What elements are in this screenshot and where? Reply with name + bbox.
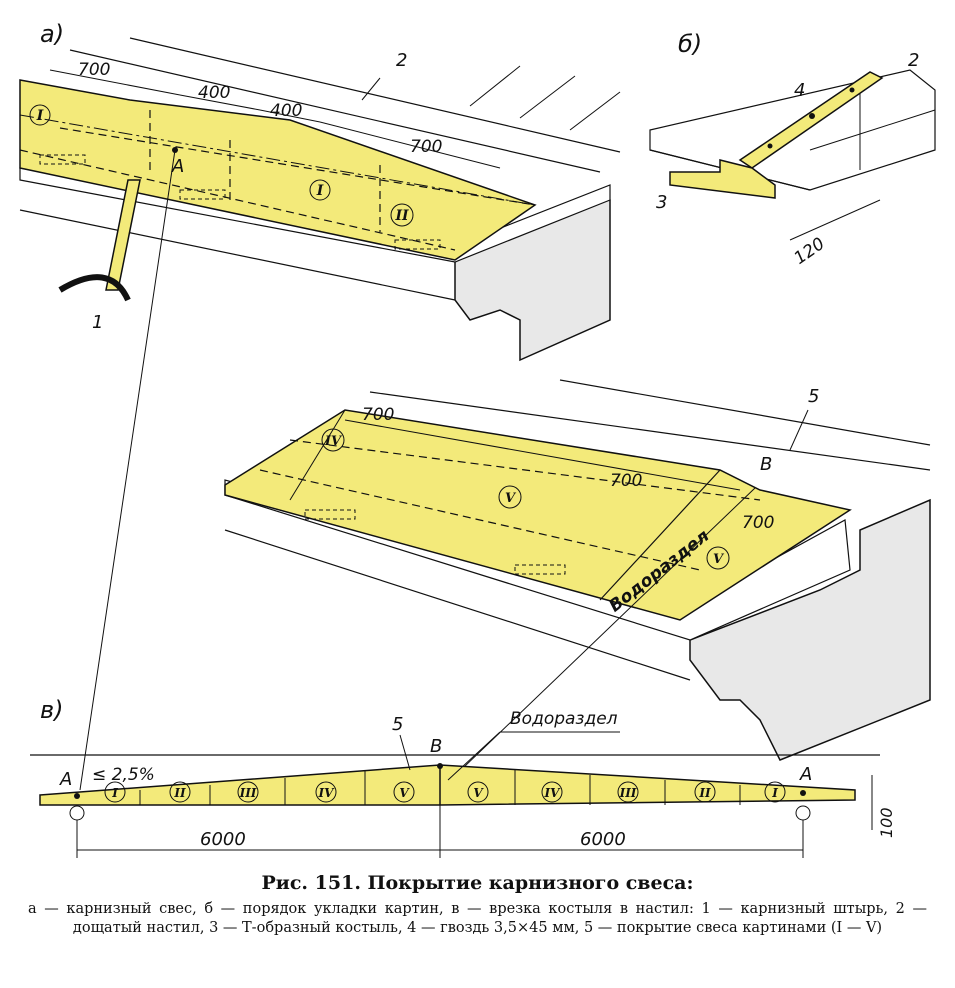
panel-c-sheet (224, 409, 852, 621)
section-roman-right-circle (694, 781, 716, 803)
slope-label: ≤ 2,5% (92, 765, 155, 785)
section-roman-left-numeral: II (173, 786, 186, 800)
section-sheet (39, 764, 856, 806)
label-b-section: B (430, 736, 442, 757)
section-roman-left-circle (393, 781, 415, 803)
wall-block-c (689, 498, 931, 761)
section-roman-left-circle (315, 781, 337, 803)
roman-c-v1: V (505, 491, 517, 506)
dim-6000-left: 6000 (200, 829, 246, 850)
panel-a-eaves-overhang: а) 700 400 400 700 I I (19, 20, 621, 362)
section-roman-right-circle (617, 781, 639, 803)
eaves-pin-shaft (105, 179, 141, 291)
section-roman-right-circle (764, 781, 786, 803)
label-2-b: 2 (908, 50, 919, 71)
dim-700-c3: 700 (742, 513, 774, 533)
panel-b-label: б) (678, 30, 702, 58)
roman-a-3: II (394, 208, 409, 224)
caption-body: а — карнизный свес, б — порядок укладки … (28, 901, 927, 936)
roof-eaves-drawing: а) 700 400 400 700 I I (19, 20, 936, 858)
dim-400-a1: 400 (198, 83, 230, 103)
dim-700-c2: 700 (610, 471, 642, 491)
section-roman-right-numeral: I (771, 786, 778, 800)
label-3: 3 (656, 192, 667, 213)
caption-title: Рис. 151. Покрытие карнизного свеса: (261, 872, 694, 894)
section-roman-left-circle (104, 781, 126, 803)
section-roman-right-numeral: II (698, 786, 711, 800)
t-crutch-base (669, 159, 776, 199)
roman-c-v2: V (713, 552, 725, 567)
label-4: 4 (794, 80, 805, 101)
dim-100: 100 (877, 807, 896, 838)
section-roman-right-circle (541, 781, 563, 803)
section-roman-left-numeral: I (111, 786, 118, 800)
section-roman-left-circle (169, 781, 191, 803)
label-5-section: 5 (392, 714, 403, 735)
dim-700-c1: 700 (362, 405, 394, 425)
dim-6000-right: 6000 (580, 829, 626, 850)
dim-400-a2: 400 (270, 101, 302, 121)
panel-c-overhang-watershed: 700 700 700 IV V V Водораздел B 5 (224, 379, 931, 761)
label-1: 1 (92, 312, 103, 333)
dim-700-a1: 700 (78, 60, 110, 80)
panel-a-label: а) (40, 20, 64, 48)
section-roman-right-circle (467, 781, 489, 803)
roman-c-iv: IV (324, 434, 343, 449)
label-b-c: B (760, 454, 772, 475)
figure-caption: Рис. 151. Покрытие карнизного свеса: а —… (0, 872, 955, 938)
label-a-point: A (171, 156, 184, 177)
watershed-label-v: Водораздел (510, 709, 618, 729)
section-roman-left-numeral: V (399, 786, 410, 800)
section-roman-right-numeral: V (473, 786, 484, 800)
eaves-pin-hook (58, 274, 131, 302)
label-a-left: A (59, 769, 72, 790)
dim-700-a2: 700 (410, 137, 442, 157)
t-crutch-stem (738, 71, 884, 169)
roman-a-2: I (316, 183, 324, 199)
section-roman-right-numeral: IV (544, 786, 562, 800)
label-a-right: A (799, 764, 812, 785)
section-roman-left-circle (237, 781, 259, 803)
section-roman-left-numeral: III (239, 786, 257, 800)
panel-b-laying-order: б) 4 2 3 120 (649, 30, 936, 269)
dim-120: 120 (791, 234, 829, 269)
section-roman-left-numeral: IV (318, 786, 336, 800)
label-2-a: 2 (396, 50, 407, 71)
section-roman-right-numeral: III (619, 786, 637, 800)
label-5-c: 5 (808, 386, 819, 407)
roman-a-1: I (36, 108, 44, 124)
panel-v-label: в) (40, 696, 64, 724)
